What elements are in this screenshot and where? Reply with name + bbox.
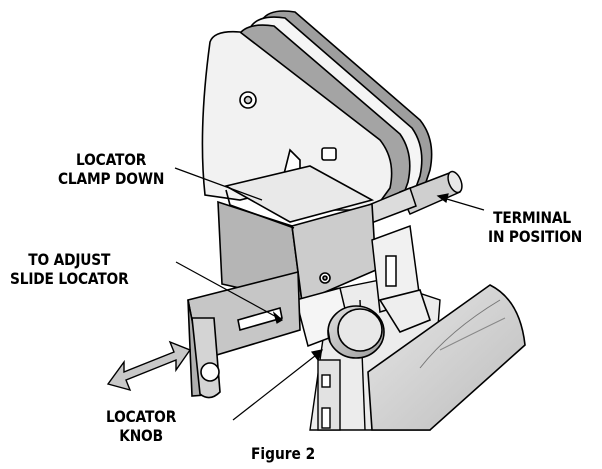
label-locator-knob: LOCATOR KNOB (106, 407, 177, 445)
slider-bar (187, 270, 301, 399)
label-terminal-in-position: TERMINAL IN POSITION (488, 208, 583, 246)
tool-handle (367, 284, 526, 431)
double-arrow-icon (106, 340, 192, 392)
leader-lines (174, 167, 485, 421)
figure-caption: Figure 2 (251, 444, 316, 463)
label-to-adjust-slide-locator: TO ADJUST SLIDE LOCATOR (10, 250, 129, 288)
locator-knob (327, 305, 385, 359)
die-head-plates (201, 10, 433, 211)
label-locator-clamp-down: LOCATOR CLAMP DOWN (58, 150, 165, 188)
